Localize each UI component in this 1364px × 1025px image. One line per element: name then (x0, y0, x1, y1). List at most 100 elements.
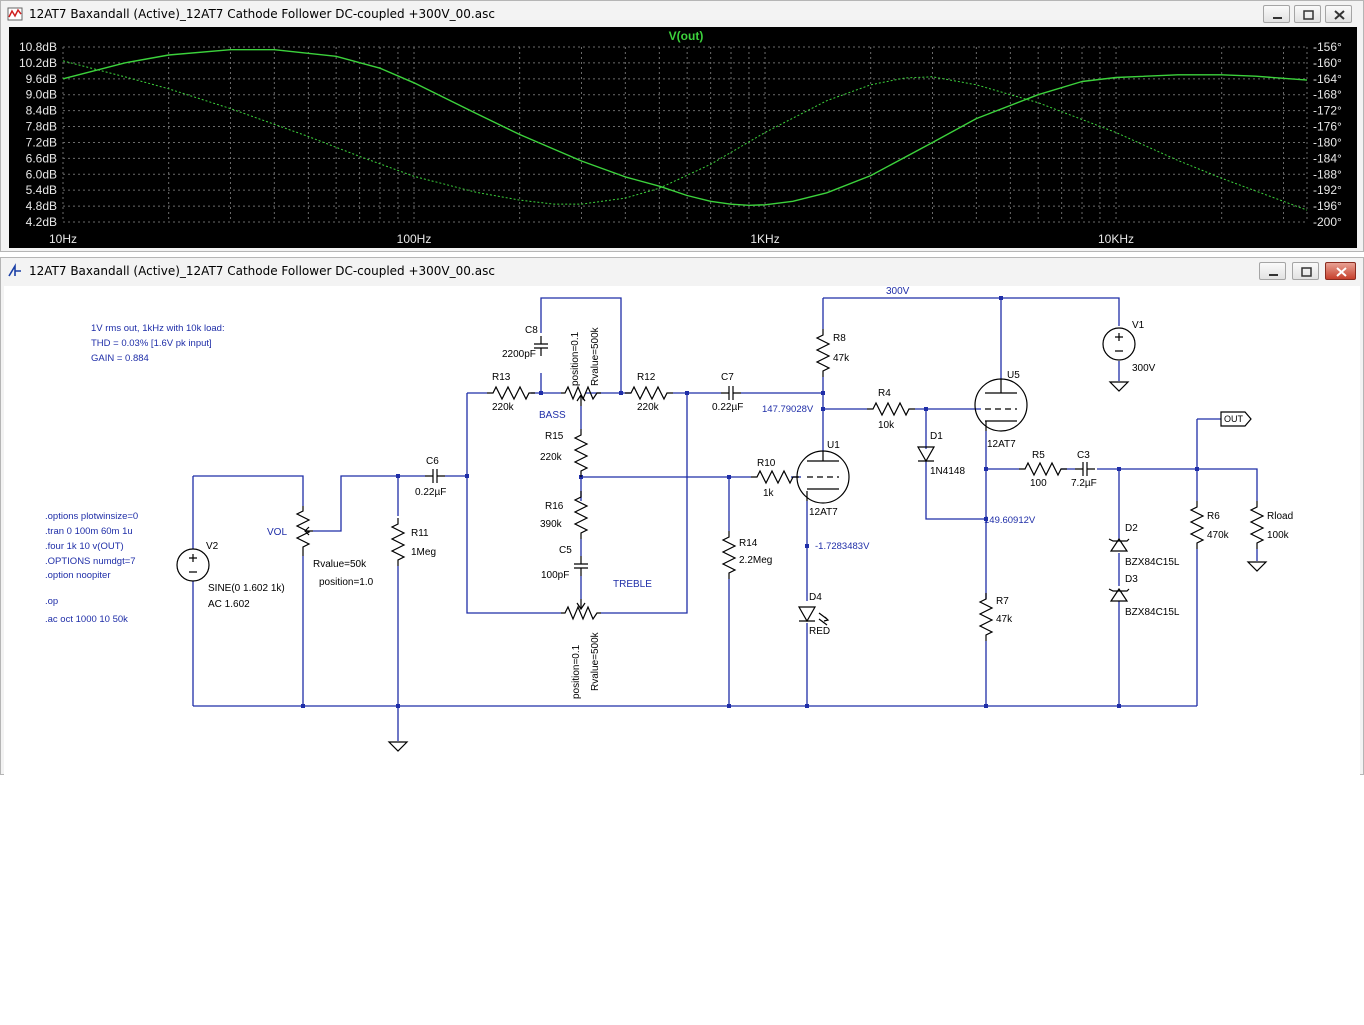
out-net-flag (1220, 411, 1252, 427)
value-c3[interactable]: 7.2µF (1071, 478, 1097, 489)
label-r14[interactable]: R14 (739, 538, 758, 549)
label-d4[interactable]: D4 (809, 592, 822, 603)
trace-label[interactable]: V(out) (669, 29, 704, 43)
spice-directive[interactable]: .ac oct 1000 10 50k (45, 614, 128, 625)
y-right-tick-label: -188° (1313, 167, 1342, 181)
label-r11[interactable]: R11 (411, 528, 429, 539)
label-r8[interactable]: R8 (833, 333, 846, 344)
value-r12[interactable]: 220k (637, 402, 660, 413)
net-300v: 300V (886, 286, 910, 297)
ground-symbol (1109, 381, 1129, 392)
restore-button[interactable] (1294, 5, 1321, 23)
value-v1[interactable]: 300V (1132, 363, 1156, 374)
value-c7[interactable]: 0.22µF (712, 402, 743, 413)
spice-directive[interactable]: .option noopiter (45, 570, 111, 581)
value-d3[interactable]: BZX84C15L (1125, 607, 1180, 618)
pot-position-bass[interactable]: position=0.1 (570, 331, 581, 386)
spice-directive[interactable]: .tran 0 100m 60m 1u (45, 526, 133, 537)
pot-position-vol[interactable]: position=1.0 (319, 577, 374, 588)
value-r15[interactable]: 220k (540, 452, 563, 463)
value-r8[interactable]: 47k (833, 353, 850, 364)
label-v2[interactable]: V2 (206, 541, 219, 552)
minimize-button[interactable] (1263, 5, 1290, 23)
value-r11[interactable]: 1Meg (411, 547, 436, 558)
label-r6[interactable]: R6 (1207, 511, 1220, 522)
magnitude-trace (62, 49, 1308, 207)
value-c8[interactable]: 2200pF (502, 349, 536, 360)
label-r15[interactable]: R15 (545, 431, 564, 442)
potentiometer-treble (561, 599, 601, 621)
plot-window[interactable]: 12AT7 Baxandall (Active)_12AT7 Cathode F… (0, 0, 1364, 252)
value-r13[interactable]: 220k (492, 402, 515, 413)
plot-window-title: 12AT7 Baxandall (Active)_12AT7 Cathode F… (29, 7, 495, 21)
value-r6[interactable]: 470k (1207, 530, 1230, 541)
value-d1[interactable]: 1N4148 (930, 466, 965, 477)
label-u1[interactable]: U1 (827, 440, 840, 451)
pot-position-treble[interactable]: position=0.1 (571, 644, 582, 699)
label-rload[interactable]: Rload (1267, 511, 1293, 522)
label-c8[interactable]: C8 (525, 325, 538, 336)
value-c6[interactable]: 0.22µF (415, 487, 446, 498)
label-c6[interactable]: C6 (426, 456, 439, 467)
voltage-source-v1 (1102, 327, 1136, 361)
node-voltage: 149.60912V (984, 515, 1036, 526)
ac-v2[interactable]: AC 1.602 (208, 599, 250, 610)
x-tick-label: 1KHz (750, 232, 779, 246)
label-r10[interactable]: R10 (757, 458, 776, 469)
label-c5[interactable]: C5 (559, 545, 572, 556)
minimize-button[interactable] (1259, 262, 1286, 280)
value-rload[interactable]: 100k (1267, 530, 1290, 541)
close-button[interactable] (1325, 262, 1356, 280)
label-u5[interactable]: U5 (1007, 370, 1020, 381)
label-c7[interactable]: C7 (721, 372, 734, 383)
label-r5[interactable]: R5 (1032, 450, 1045, 461)
label-d1[interactable]: D1 (930, 431, 943, 442)
label-d2[interactable]: D2 (1125, 523, 1138, 534)
value-c5[interactable]: 100pF (541, 570, 569, 581)
schematic-window-titlebar[interactable]: 12AT7 Baxandall (Active)_12AT7 Cathode F… (1, 258, 1363, 284)
label-r12[interactable]: R12 (637, 372, 656, 383)
bode-plot[interactable]: 10.8dB10.2dB9.6dB9.0dB8.4dB7.8dB7.2dB6.6… (9, 27, 1357, 248)
capacitor-c3 (1074, 461, 1096, 477)
plot-window-titlebar[interactable]: 12AT7 Baxandall (Active)_12AT7 Cathode F… (1, 1, 1363, 27)
spice-directive[interactable]: .op (45, 596, 58, 607)
zener-d3 (1108, 587, 1130, 602)
value-r16[interactable]: 390k (540, 519, 563, 530)
schematic-canvas[interactable]: 1V rms out, 1kHz with 10k load: THD = 0.… (4, 286, 1360, 1025)
spice-directive[interactable]: .four 1k 10 v(OUT) (45, 541, 124, 552)
label-v1[interactable]: V1 (1132, 320, 1145, 331)
label-r13[interactable]: R13 (492, 372, 511, 383)
spice-directive[interactable]: .OPTIONS numdgt=7 (45, 556, 136, 567)
label-r16[interactable]: R16 (545, 501, 564, 512)
resistor-r14 (722, 530, 736, 580)
capacitor-c6 (424, 468, 446, 484)
y-right-tick-label: -184° (1313, 151, 1342, 165)
value-r4[interactable]: 10k (878, 420, 895, 431)
pot-rvalue-bass[interactable]: Rvalue=500k (590, 326, 601, 386)
value-d4[interactable]: RED (809, 626, 830, 637)
label-r7[interactable]: R7 (996, 596, 1009, 607)
source-v2[interactable]: SINE(0 1.602 1k) (208, 583, 285, 594)
value-r10[interactable]: 1k (763, 488, 775, 499)
value-r7[interactable]: 47k (996, 614, 1013, 625)
close-icon (1334, 10, 1345, 20)
value-d2[interactable]: BZX84C15L (1125, 557, 1180, 568)
y-left-tick-label: 6.0dB (26, 167, 57, 181)
label-d3[interactable]: D3 (1125, 574, 1138, 585)
restore-button[interactable] (1292, 262, 1319, 280)
value-r5[interactable]: 100 (1030, 478, 1047, 489)
pot-rvalue-treble[interactable]: Rvalue=500k (590, 631, 601, 691)
schematic-window[interactable]: 12AT7 Baxandall (Active)_12AT7 Cathode F… (0, 257, 1364, 1025)
schematic-drawing[interactable]: 1V rms out, 1kHz with 10k load: THD = 0.… (4, 286, 1360, 776)
pot-rvalue-vol[interactable]: Rvalue=50k (313, 559, 367, 570)
value-r14[interactable]: 2.2Meg (739, 555, 772, 566)
label-c3[interactable]: C3 (1077, 450, 1090, 461)
components[interactable] (176, 327, 1267, 752)
spice-directive[interactable]: .options plotwinsize=0 (45, 511, 138, 522)
label-r4[interactable]: R4 (878, 388, 891, 399)
value-u1[interactable]: 12AT7 (809, 507, 838, 518)
left-axis-ticks: 10.8dB10.2dB9.6dB9.0dB8.4dB7.8dB7.2dB6.6… (19, 40, 57, 229)
close-button[interactable] (1325, 5, 1352, 23)
value-u5[interactable]: 12AT7 (987, 439, 1016, 450)
